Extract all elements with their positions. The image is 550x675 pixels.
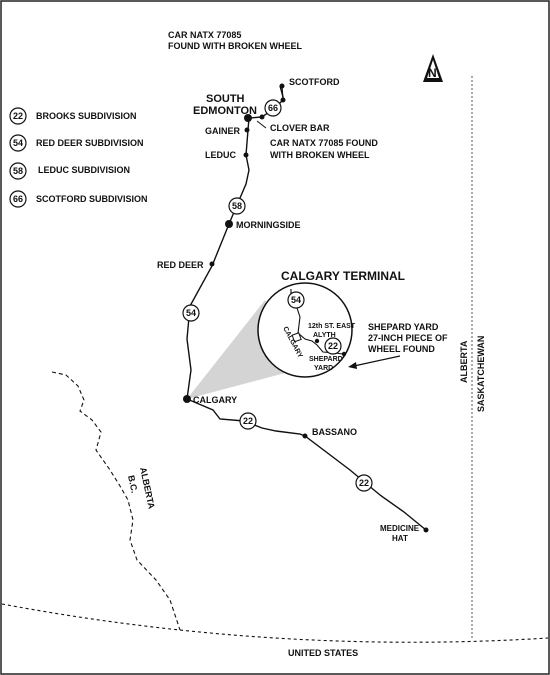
route-marker: 22 — [355, 474, 373, 492]
label-medicine-hat-2: HAT — [392, 534, 408, 543]
title-note-line2: FOUND WITH BROKEN WHEEL — [168, 41, 302, 51]
inset-label-shepard-2: YARD — [314, 365, 333, 372]
station-bassano — [302, 433, 308, 439]
railway-line — [186, 85, 427, 531]
legend-number: 22 — [13, 111, 23, 121]
title-note-line1: CAR NATX 77085 — [168, 30, 241, 40]
station-south-edmonton — [244, 114, 252, 122]
route-marker-number: 22 — [359, 478, 369, 488]
legend-label: BROOKS SUBDIVISION — [36, 111, 137, 121]
station-clover-bar — [259, 114, 265, 120]
label-clover-note-1: CAR NATX 77085 FOUND — [270, 138, 378, 148]
station-leduc — [243, 152, 249, 158]
label-red-deer: RED DEER — [157, 260, 204, 270]
inset-calgary-yard — [291, 332, 302, 343]
route-marker: 58 — [228, 197, 246, 215]
inset-marker-54: 54 — [291, 295, 301, 305]
legend: 22 BROOKS SUBDIVISION 54 RED DEER SUBDIV… — [9, 107, 148, 208]
label-morningside: MORNINGSIDE — [236, 220, 301, 230]
legend-label: SCOTFORD SUBDIVISION — [36, 194, 148, 204]
north-label: N — [428, 66, 437, 80]
inset-marker-22: 22 — [328, 341, 338, 351]
legend-marker — [9, 134, 27, 152]
route-marker: 54 — [287, 291, 305, 309]
route-marker-number: 54 — [186, 308, 196, 318]
legend-item: 22 BROOKS SUBDIVISION — [9, 107, 137, 125]
label-leduc: LEDUC — [205, 150, 236, 160]
legend-marker — [9, 162, 27, 180]
shepard-callout-line3: WHEEL FOUND — [368, 344, 435, 354]
callout-arrow-icon — [348, 355, 401, 369]
label-south-edmonton-1: SOUTH — [206, 93, 245, 105]
route-marker-number: 22 — [243, 416, 253, 426]
shepard-callout-line1: SHEPARD YARD — [368, 322, 439, 332]
legend-marker — [9, 107, 27, 125]
route-marker: 66 — [264, 99, 282, 117]
label-south-edmonton-2: EDMONTON — [193, 105, 257, 117]
route-marker-number: 66 — [268, 103, 278, 113]
station-gainer — [244, 127, 250, 133]
station-morningside — [225, 220, 233, 228]
legend-number: 58 — [13, 166, 23, 176]
legend-label: RED DEER SUBDIVISION — [36, 138, 144, 148]
label-united-states: UNITED STATES — [288, 648, 358, 658]
station-scotford-junction — [280, 97, 286, 103]
label-saskatchewan: SASKATCHEWAN — [476, 336, 486, 412]
label-clover-note-2: WITH BROKEN WHEEL — [270, 150, 370, 160]
station-scotford — [279, 83, 285, 89]
legend-label: LEDUC SUBDIVISION — [38, 165, 130, 175]
label-bassano: BASSANO — [312, 427, 357, 437]
north-arrow-icon: N — [423, 54, 443, 82]
station-calgary — [183, 395, 191, 403]
label-clover-bar: CLOVER BAR — [270, 123, 330, 133]
inset-label-shepard-1: SHEPARD — [309, 356, 343, 363]
inset-title: CALGARY TERMINAL — [281, 269, 405, 283]
station-medicine-hat — [423, 527, 429, 533]
legend-marker — [9, 190, 27, 208]
inset-circle — [257, 282, 353, 378]
station-shepard-yard — [341, 351, 347, 357]
route-marker: 54 — [182, 304, 200, 322]
clover-bar-leader — [256, 120, 267, 129]
route-marker: 22 — [239, 412, 257, 430]
label-gainer: GAINER — [205, 126, 241, 136]
legend-number: 66 — [13, 194, 23, 204]
label-calgary: CALGARY — [193, 395, 237, 405]
legend-item: 54 RED DEER SUBDIVISION — [9, 134, 144, 152]
calgary-terminal-inset: 54 22 CALGARY 12th ST. EAST ALYTH SHEPAR… — [257, 282, 356, 378]
route-marker-number: 58 — [232, 201, 242, 211]
label-alberta-east: ALBERTA — [459, 340, 469, 383]
station-alyth — [314, 338, 320, 344]
legend-item: 66 SCOTFORD SUBDIVISION — [9, 190, 148, 208]
station-red-deer — [209, 261, 215, 267]
label-scotford: SCOTFORD — [289, 77, 340, 87]
inset-label-alyth-1: 12th ST. EAST — [308, 323, 356, 330]
label-bc: B.C. — [126, 474, 140, 494]
legend-item: 58 LEDUC SUBDIVISION — [9, 162, 130, 180]
label-medicine-hat-1: MEDICINE — [380, 524, 420, 533]
legend-number: 54 — [13, 138, 23, 148]
shepard-callout-line2: 27-INCH PIECE OF — [368, 333, 448, 343]
inset-label-alyth-2: ALYTH — [313, 332, 336, 339]
route-marker: 22 — [324, 337, 342, 355]
